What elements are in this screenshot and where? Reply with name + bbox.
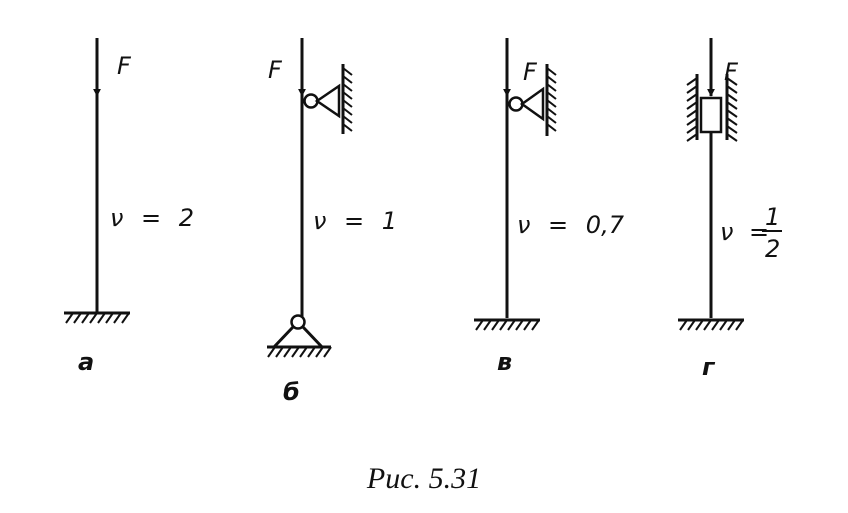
- nu-value: 1: [382, 207, 397, 235]
- sliding-block-icon: [686, 74, 738, 142]
- equals-sign: =: [548, 211, 568, 239]
- column-v: F ν = 0,7 в: [474, 38, 625, 376]
- nu-symbol: ν: [720, 218, 733, 246]
- force-label: F: [117, 52, 132, 80]
- figure-caption: Рис. 5.31: [366, 462, 481, 495]
- pin-support-icon: [267, 314, 332, 358]
- roller-support-icon: [303, 64, 353, 134]
- nu-symbol: ν: [313, 207, 326, 235]
- sublabel: а: [78, 348, 94, 376]
- nu-value: 0,7: [586, 211, 625, 239]
- fixed-support-icon: [64, 311, 130, 324]
- column-b: F ν = 1 б: [267, 38, 397, 406]
- sublabel: б: [283, 378, 300, 406]
- nu-label: ν = 1: [313, 207, 397, 235]
- force-label: F: [724, 58, 739, 86]
- nu-fraction-denominator: 2: [765, 235, 780, 263]
- force-label: F: [523, 58, 538, 86]
- roller-support-icon: [508, 64, 557, 136]
- nu-label: ν = 0,7: [517, 211, 625, 239]
- column-g: F ν = 1 2 г: [678, 38, 782, 381]
- column-a: F ν = 2 а: [64, 38, 194, 376]
- nu-label: ν = 2: [110, 204, 194, 232]
- nu-value: 2: [179, 204, 194, 232]
- nu-symbol: ν: [110, 204, 123, 232]
- fixed-support-icon: [474, 318, 540, 331]
- force-label: F: [268, 56, 283, 84]
- equals-sign: =: [749, 218, 769, 246]
- sublabel: г: [702, 353, 716, 381]
- equals-sign: =: [141, 204, 161, 232]
- nu-label: ν =: [720, 218, 769, 246]
- nu-symbol: ν: [517, 211, 530, 239]
- equals-sign: =: [344, 207, 364, 235]
- sublabel: в: [497, 348, 512, 376]
- fixed-support-icon: [678, 318, 744, 331]
- nu-fraction-numerator: 1: [765, 203, 780, 231]
